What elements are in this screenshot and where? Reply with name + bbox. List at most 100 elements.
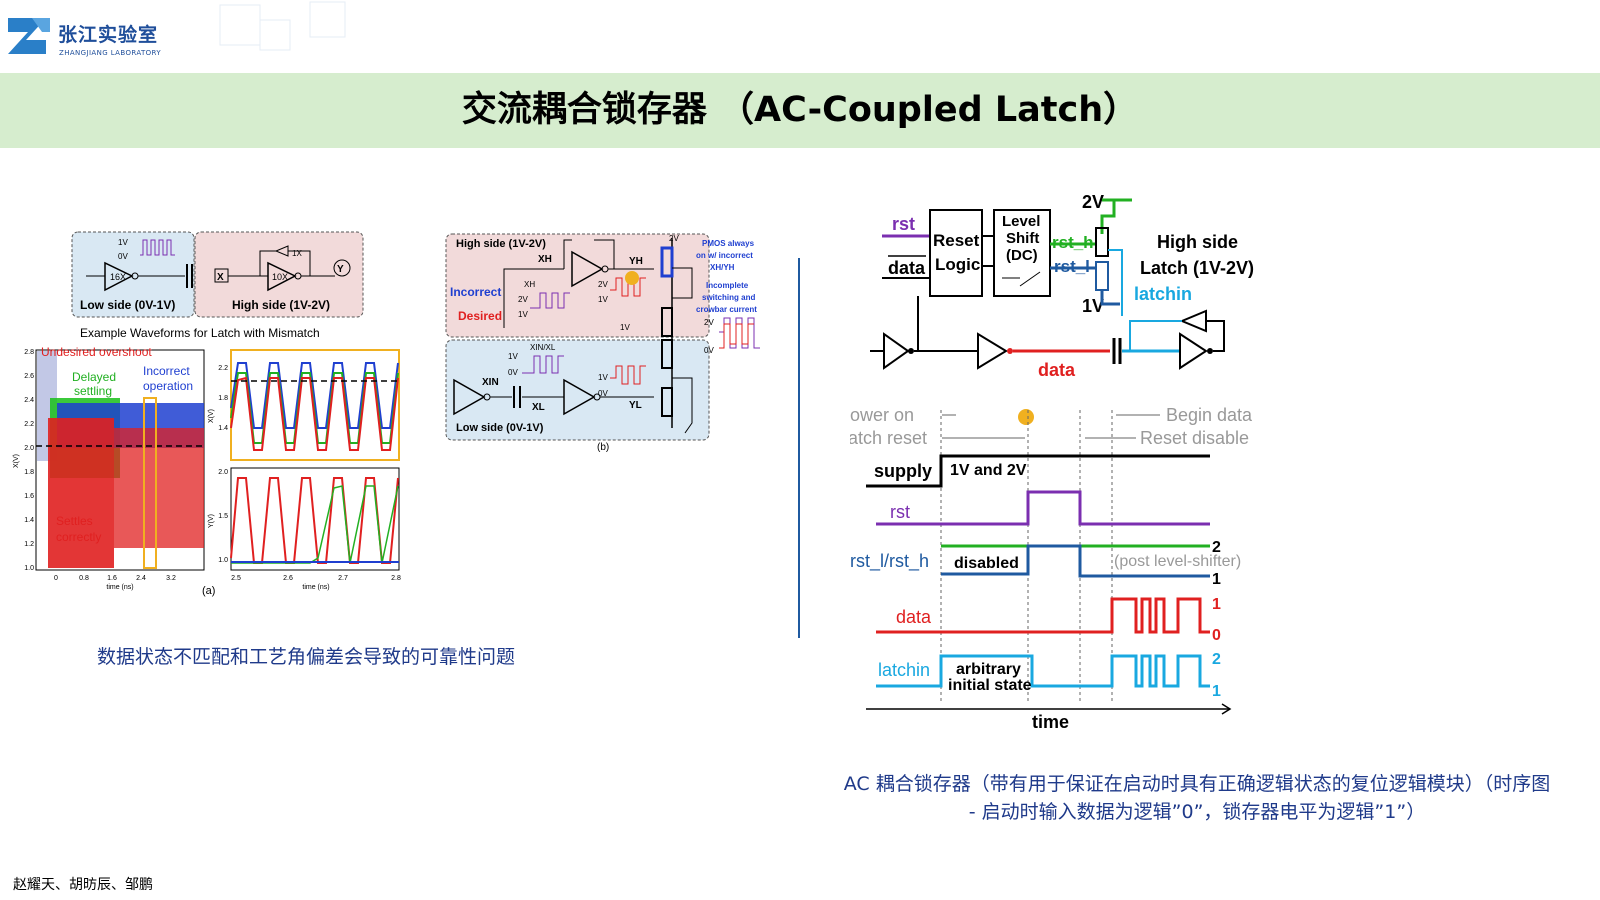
inverter-high-icon <box>571 250 604 288</box>
svg-text:Undesired overshoot: Undesired overshoot <box>41 345 152 359</box>
svg-text:Incorrect: Incorrect <box>143 364 190 378</box>
inverter-low-icon <box>563 378 596 416</box>
svg-text:0V: 0V <box>704 346 714 355</box>
inverter-10x-icon <box>267 261 297 292</box>
svg-text:1.4: 1.4 <box>24 517 34 524</box>
svg-text:switching and: switching and <box>702 293 755 302</box>
svg-text:2.4: 2.4 <box>136 575 146 582</box>
level-shift-block <box>993 209 1051 297</box>
svg-text:2.5: 2.5 <box>231 575 241 582</box>
svg-text:Low side (0V-1V): Low side (0V-1V) <box>456 422 544 434</box>
svg-text:1: 1 <box>1212 571 1221 588</box>
svg-text:1V: 1V <box>1082 296 1104 316</box>
svg-text:initial state: initial state <box>948 677 1032 694</box>
svg-text:X(V): X(V) <box>208 409 215 423</box>
svg-text:XH/YH: XH/YH <box>710 263 735 272</box>
svg-text:2V: 2V <box>704 318 714 327</box>
authors: 赵耀天、胡昉辰、邹鹏 <box>13 877 153 893</box>
figure-b: High side (1V-2V) Incorrect Desired Low … <box>445 233 760 453</box>
svg-text:rst_l/rst_h: rst_l/rst_h <box>850 551 929 572</box>
svg-text:YH: YH <box>629 256 643 267</box>
svg-text:data: data <box>1038 360 1076 380</box>
title-band: 交流耦合锁存器 （AC-Coupled Latch） <box>0 73 1600 148</box>
svg-text:Reset: Reset <box>933 231 980 250</box>
svg-text:Y(V): Y(V) <box>208 514 215 528</box>
svg-text:Power on: Power on <box>850 405 914 425</box>
svg-text:1.0: 1.0 <box>218 557 228 564</box>
svg-text:1V: 1V <box>508 352 518 361</box>
svg-text:2.7: 2.7 <box>338 575 348 582</box>
svg-text:2V: 2V <box>669 234 679 243</box>
svg-text:XIN/XL: XIN/XL <box>530 343 556 352</box>
svg-text:Latch (1V-2V): Latch (1V-2V) <box>1140 258 1254 278</box>
svg-text:1: 1 <box>1212 596 1221 613</box>
fig-b-label: (b) <box>597 442 609 453</box>
svg-text:rst: rst <box>892 214 915 234</box>
svg-text:1X: 1X <box>292 249 302 258</box>
svg-text:X: X <box>217 272 224 283</box>
cursor-icon <box>1018 409 1034 425</box>
svg-text:1.8: 1.8 <box>24 469 34 476</box>
svg-text:Incorrect: Incorrect <box>450 285 501 299</box>
svg-text:YL: YL <box>629 400 642 411</box>
svg-text:on w/ incorrect: on w/ incorrect <box>696 251 753 260</box>
svg-text:2.0: 2.0 <box>218 469 228 476</box>
cursor-icon <box>625 271 639 285</box>
svg-text:Delayed: Delayed <box>72 370 116 384</box>
logo: 张江实验室 ZHANGJIANG LABORATORY <box>6 14 186 64</box>
svg-text:1V: 1V <box>598 373 608 382</box>
svg-text:1V: 1V <box>620 323 630 332</box>
inverter-feedback-icon <box>1179 309 1207 333</box>
svg-text:time (ns): time (ns) <box>106 584 133 591</box>
svg-text:2.2: 2.2 <box>218 365 228 372</box>
svg-text:Shift: Shift <box>1006 230 1039 247</box>
pmos-icon <box>660 246 674 278</box>
svg-text:1.6: 1.6 <box>24 493 34 500</box>
svg-text:Latch reset: Latch reset <box>850 428 927 448</box>
svg-text:1.6: 1.6 <box>107 575 117 582</box>
svg-text:2.4: 2.4 <box>24 397 34 404</box>
svg-text:0.8: 0.8 <box>79 575 89 582</box>
svg-text:XL: XL <box>532 402 545 413</box>
svg-text:Logic: Logic <box>935 255 980 274</box>
svg-text:time: time <box>1032 712 1069 732</box>
svg-text:2.6: 2.6 <box>283 575 293 582</box>
svg-text:(DC): (DC) <box>1006 247 1038 264</box>
svg-text:2.2: 2.2 <box>24 421 34 428</box>
svg-text:XH: XH <box>524 280 535 289</box>
svg-text:rst: rst <box>890 502 910 522</box>
svg-text:crowbar current: crowbar current <box>696 305 757 314</box>
inverter-low-in-icon <box>453 378 486 416</box>
zhangjiang-logo-icon <box>8 18 50 54</box>
svg-text:2.8: 2.8 <box>391 575 401 582</box>
svg-text:disabled: disabled <box>954 555 1019 572</box>
high-side-label: High side (1V-2V) <box>232 298 330 312</box>
svg-text:time (ns): time (ns) <box>302 584 329 591</box>
svg-text:High side: High side <box>1157 232 1238 252</box>
low-side-label: Low side (0V-1V) <box>80 298 175 312</box>
inv-16x-label: 16X <box>110 272 126 282</box>
svg-text:1V: 1V <box>118 238 128 247</box>
caption-left: 数据状态不匹配和工艺角偏差会导致的可靠性问题 <box>97 646 516 668</box>
svg-text:rst_h: rst_h <box>1052 233 1094 252</box>
svg-text:Level: Level <box>1002 213 1040 230</box>
svg-text:Reset disable: Reset disable <box>1140 428 1249 448</box>
svg-text:PMOS always: PMOS always <box>702 239 755 248</box>
svg-text:2.0: 2.0 <box>24 445 34 452</box>
svg-text:1V: 1V <box>518 310 528 319</box>
svg-text:2: 2 <box>1212 651 1221 668</box>
logo-name-cn: 张江实验室 <box>58 24 159 46</box>
svg-text:latchin: latchin <box>1134 284 1192 304</box>
svg-text:X(V): X(V) <box>13 454 20 468</box>
svg-text:(post level-shifter): (post level-shifter) <box>1114 553 1241 570</box>
svg-text:1.0: 1.0 <box>24 565 34 572</box>
svg-text:data: data <box>896 607 932 627</box>
figure-a: 16X 1V 0V X 10X 1X Y Low side (0V-1V) Hi… <box>13 231 401 597</box>
svg-text:Desired: Desired <box>458 309 502 323</box>
svg-text:0V: 0V <box>508 368 518 377</box>
ac-latch-schematic: rst data Reset Logic Level Shift (DC) rs… <box>870 192 1254 380</box>
svg-text:0: 0 <box>1212 627 1221 644</box>
svg-text:rst_l: rst_l <box>1054 257 1090 276</box>
svg-text:settling: settling <box>74 384 112 398</box>
timing-diagram: Power on Latch reset Begin data Reset di… <box>850 405 1253 732</box>
